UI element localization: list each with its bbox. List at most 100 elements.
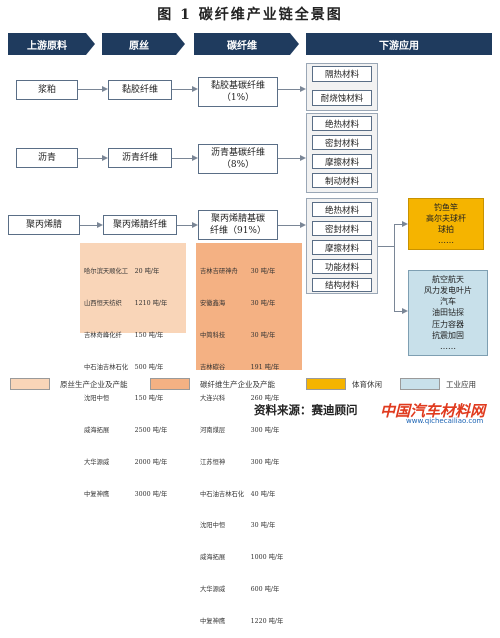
producer-capacity: 30 吨/年 xyxy=(250,268,276,276)
arrow-head xyxy=(300,86,306,92)
fiber-pitch-share: （8%） xyxy=(221,160,255,170)
industry-item: …… xyxy=(440,341,456,351)
header-upstream: 上游原料 xyxy=(8,33,95,55)
precursor-pan: 聚丙烯腈纤维 xyxy=(103,215,177,235)
app-friction-3: 摩擦材料 xyxy=(312,240,372,255)
connector-line xyxy=(278,158,300,159)
producer-capacity: 500 吨/年 xyxy=(134,363,164,371)
arrow-head xyxy=(300,155,306,161)
legend-label-sports: 体育休闲 xyxy=(352,380,382,389)
sports-item: 高尔夫球杆 xyxy=(426,213,466,223)
header-fiber: 碳纤维 xyxy=(194,33,299,55)
producer-row: 中复神鹰 1220 吨/年 xyxy=(200,617,298,628)
sports-item: …… xyxy=(438,236,454,246)
producer-name: 江苏恒神 xyxy=(200,458,226,466)
connector-line xyxy=(394,224,395,312)
producer-capacity: 300 吨/年 xyxy=(250,427,280,435)
producer-row: 吉林吉研神舟 30 吨/年 xyxy=(200,267,298,278)
producer-capacity: 40 吨/年 xyxy=(250,490,276,498)
producer-row: 中简科技 30 吨/年 xyxy=(200,331,298,342)
app-ablation-resistant: 耐烧蚀材料 xyxy=(312,90,372,106)
connector-line xyxy=(78,89,102,90)
producer-row: 大华源威 2000 吨/年 xyxy=(84,458,182,469)
app-heat-insulation-2: 绝热材料 xyxy=(312,116,372,131)
producer-name: 沈阳中恒 xyxy=(200,522,226,530)
app-structural-3: 结构材料 xyxy=(312,278,372,292)
precursor-viscose: 黏胶纤维 xyxy=(108,80,172,100)
producer-name: 吉林吉研神舟 xyxy=(200,268,238,276)
producer-name: 山西恒天纺织 xyxy=(84,299,122,307)
producer-capacity: 1210 吨/年 xyxy=(134,299,168,307)
sports-item: 球拍 xyxy=(438,225,454,234)
producer-name: 中简科技 xyxy=(200,331,226,339)
legend-swatch-precursor xyxy=(10,378,50,390)
producer-capacity: 191 吨/年 xyxy=(250,363,280,371)
header-precursor-label: 原丝 xyxy=(129,40,149,52)
producer-capacity: 3000 吨/年 xyxy=(134,490,168,498)
producer-capacity: 150 吨/年 xyxy=(134,395,164,403)
app-thermal-insulation: 隔热材料 xyxy=(312,66,372,82)
producer-name: 大连兴科 xyxy=(200,395,226,403)
raw-pulp: 浆粕 xyxy=(16,80,78,100)
producer-row: 山西恒天纺织 1210 吨/年 xyxy=(84,299,182,310)
producer-capacity: 1000 吨/年 xyxy=(250,554,284,562)
fiber-pitch-based: 沥青基碳纤维 （8%） xyxy=(198,144,278,174)
producer-name: 大华源威 xyxy=(200,586,226,593)
industry-item: 油田钻探 xyxy=(432,308,464,318)
app-heat-insulation-3: 绝热材料 xyxy=(312,202,372,217)
industry-item: 风力发电叶片 xyxy=(424,286,472,296)
industry-item: 抗震加固 xyxy=(432,330,464,340)
producer-capacity: 150 吨/年 xyxy=(134,331,164,339)
producer-capacity: 20 吨/年 xyxy=(134,268,160,276)
figure-title: 图 1 碳纤维产业链全景图 xyxy=(157,7,343,23)
producer-name: 中复神鹰 xyxy=(200,617,226,625)
connector-line xyxy=(378,246,394,247)
producer-name: 威海拓展 xyxy=(84,427,110,435)
sports-item: 钓鱼竿 xyxy=(434,202,458,212)
fiber-pan-based: 聚丙烯腈基碳 纤维（91%） xyxy=(198,210,278,240)
app-functional-3: 功能材料 xyxy=(312,259,372,274)
app-friction-2: 摩擦材料 xyxy=(312,154,372,169)
connector-line xyxy=(172,89,192,90)
producer-name: 中复神鹰 xyxy=(84,490,110,498)
arrow-head xyxy=(97,222,103,228)
fiber-viscose-share: （1%） xyxy=(221,93,255,103)
legend-label-precursor: 原丝生产企业及产能 xyxy=(60,380,128,389)
producer-capacity: 30 吨/年 xyxy=(250,299,276,307)
site-logo: 中国汽车材料网 xyxy=(380,402,486,420)
legend-label-industry: 工业应用 xyxy=(446,380,476,389)
producer-row: 中石油吉林石化 40 吨/年 xyxy=(200,490,298,501)
connector-line xyxy=(80,225,97,226)
producer-row: 威海拓展 2500 吨/年 xyxy=(84,426,182,437)
producer-capacity: 600 吨/年 xyxy=(250,586,280,593)
producer-name: 中石油吉林石化 xyxy=(200,490,245,498)
raw-pan: 聚丙烯腈 xyxy=(8,215,80,235)
fiber-pan-name: 聚丙烯腈基碳 xyxy=(210,213,265,224)
producer-row: 大华源威 600 吨/年 xyxy=(200,585,298,596)
producer-capacity: 300 吨/年 xyxy=(250,458,280,466)
connector-line xyxy=(172,158,192,159)
connector-line xyxy=(78,158,102,159)
producer-name: 大华源威 xyxy=(84,458,110,466)
producer-capacity: 2000 吨/年 xyxy=(134,458,168,466)
source-note: 资料来源：赛迪顾问 xyxy=(254,403,358,417)
producer-row: 江苏恒神 300 吨/年 xyxy=(200,458,298,469)
arrow-head xyxy=(300,222,306,228)
legend-swatch-fiber xyxy=(150,378,190,390)
arrow-head xyxy=(102,155,108,161)
producer-capacity: 2500 吨/年 xyxy=(134,427,168,435)
site-url: www.qichecailiao.com xyxy=(406,417,484,425)
producer-capacity: 1220 吨/年 xyxy=(250,617,284,625)
producer-capacity: 30 吨/年 xyxy=(250,331,276,339)
raw-pitch: 沥青 xyxy=(16,148,78,168)
arrow-head xyxy=(192,155,198,161)
industry-item: 压力容器 xyxy=(432,319,464,329)
